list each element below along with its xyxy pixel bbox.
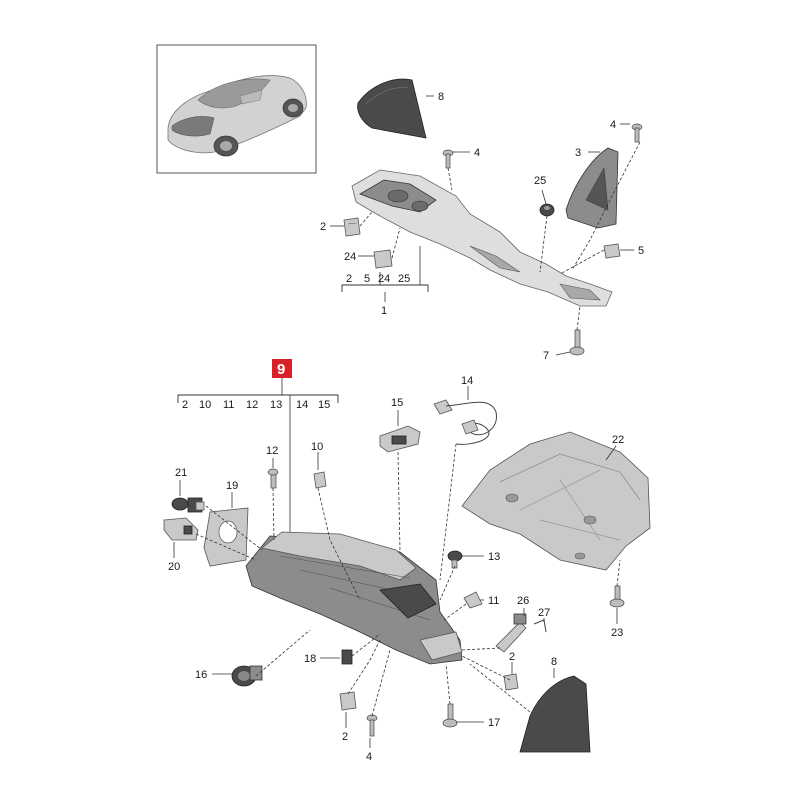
- vehicle-inset: [156, 44, 317, 174]
- callout-19: 19: [226, 480, 238, 492]
- callout-20: 20: [168, 561, 180, 573]
- part-22-panel: [461, 431, 651, 571]
- part-16-lock: [231, 665, 263, 687]
- callout-22: 22: [612, 434, 624, 446]
- callout-15: 15: [391, 397, 403, 409]
- part-4-screw-lower: [366, 714, 378, 737]
- group-9-item-0: 2: [182, 399, 188, 411]
- callout-10: 10: [311, 441, 323, 453]
- part-2-clip-lower-right: [503, 673, 519, 691]
- part-21-switch: [171, 497, 205, 513]
- callout-2-upper: 2: [320, 221, 326, 233]
- callout-26: 26: [517, 595, 529, 607]
- callout-8-lower: 8: [551, 656, 557, 668]
- callout-25-upper: 25: [534, 175, 546, 187]
- callout-7: 7: [543, 350, 549, 362]
- callout-23: 23: [611, 627, 623, 639]
- glovebox-top-face: [261, 531, 417, 581]
- group-1-item-1: 5: [364, 273, 370, 285]
- part-24-clip: [373, 249, 393, 269]
- badge-9: [272, 359, 292, 378]
- callout-2-lower-left: 2: [342, 731, 348, 743]
- upper-callouts: 8 4 4 3 25 5 2 24 7 2 5 24 25 1: [320, 91, 644, 362]
- part-3-side-bracket: [565, 147, 619, 229]
- part-26-striker: [495, 613, 527, 653]
- group-1-item-2: 24: [378, 273, 390, 285]
- group-1-parent: 1: [381, 305, 387, 317]
- part-15-bracket: [379, 425, 421, 453]
- part-23-screw: [609, 585, 625, 608]
- group-9-header: 9 2 10 11 12 13 14 15: [177, 359, 339, 540]
- callout-4-lower: 4: [366, 751, 372, 763]
- callout-18: 18: [304, 653, 316, 665]
- callout-3: 3: [575, 147, 581, 159]
- callout-24-upper: 24: [344, 251, 356, 263]
- callout-4-upper-right: 4: [610, 119, 616, 131]
- group-9-item-2: 11: [223, 399, 234, 411]
- callout-14: 14: [461, 375, 473, 387]
- callout-4-upper-left: 4: [474, 147, 480, 159]
- part-8-cover-upper: [357, 78, 427, 139]
- upper-assembly: [330, 78, 643, 356]
- group-9-item-4: 13: [270, 399, 282, 411]
- part-8-cover-lower: [519, 675, 591, 753]
- part-11-clip: [463, 591, 483, 609]
- group-9-item-1: 10: [199, 399, 211, 411]
- callout-12: 12: [266, 445, 278, 457]
- part-18-pad: [341, 649, 353, 665]
- group-9-bracket: [177, 394, 339, 403]
- lower-callouts: 21 19 20 12 10 15 14 22 13 11 26 27 2 8 …: [168, 375, 624, 763]
- callout-16: 16: [195, 669, 207, 681]
- callout-21: 21: [175, 467, 187, 479]
- part-2-clip-lower-left: [339, 691, 357, 711]
- part-4-screw-upper-left: [442, 149, 454, 169]
- car-illustration: [167, 75, 307, 157]
- callout-2-lower-right: 2: [509, 651, 515, 663]
- part-13-nut: [447, 550, 463, 569]
- callout-27: 27: [538, 607, 550, 619]
- callout-5: 5: [638, 245, 644, 257]
- group-1-item-3: 25: [398, 273, 410, 285]
- callout-17: 17: [488, 717, 500, 729]
- part-2-clip-upper: [343, 217, 361, 237]
- part-20-bracket: [163, 517, 199, 541]
- badge-9-label: 9: [277, 361, 285, 378]
- part-12-screw: [267, 468, 279, 489]
- lower-assembly: [163, 386, 651, 753]
- glovebox-latch-area: [379, 583, 437, 619]
- part-4-screw-upper-right: [631, 123, 643, 143]
- group-9-item-5: 14: [296, 399, 308, 411]
- part-10-clip: [313, 471, 327, 489]
- group-9-item-6: 15: [318, 399, 330, 411]
- part-5-clip: [603, 243, 621, 259]
- callout-13: 13: [488, 551, 500, 563]
- part-14-cable: [433, 399, 497, 445]
- part-7-bolt: [569, 329, 585, 356]
- group-9-item-3: 12: [246, 399, 258, 411]
- part-17-screw: [442, 703, 458, 728]
- callout-8-upper: 8: [438, 91, 444, 103]
- group-1-bracket: [341, 284, 429, 292]
- group-1-item-0: 2: [346, 273, 352, 285]
- callout-11: 11: [488, 595, 499, 607]
- part-25-nut: [539, 203, 555, 217]
